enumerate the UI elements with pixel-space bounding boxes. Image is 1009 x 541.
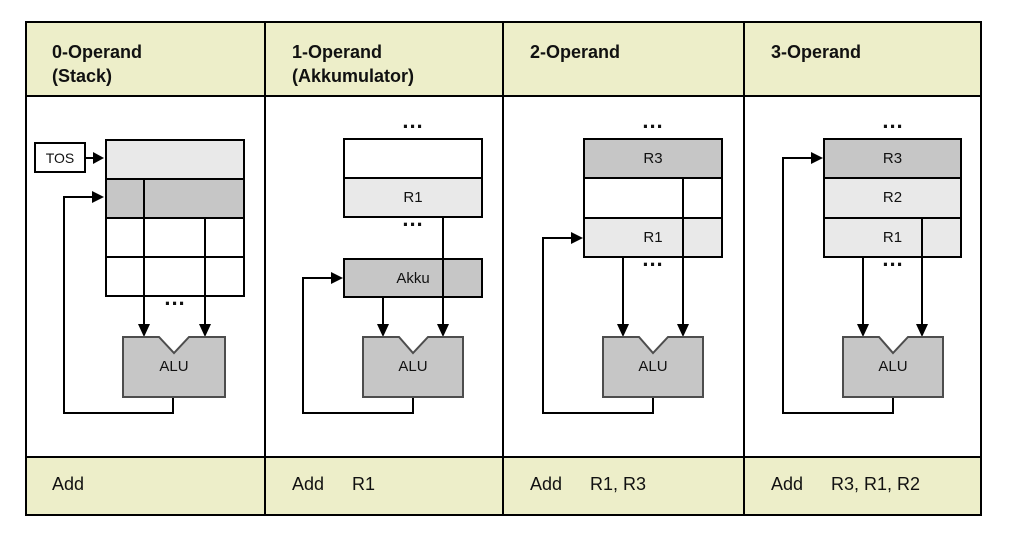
instruction-operands: R3, R1, R2 — [831, 474, 921, 494]
register-label: R3 — [643, 150, 663, 168]
stack-cell — [107, 219, 243, 258]
table-frame — [25, 21, 982, 516]
instruction-example-2: Add R1, R3 — [530, 473, 646, 495]
akku-box: Akku — [343, 258, 483, 298]
ellipsis: ... — [402, 206, 424, 231]
column-header-2-operand: 2-Operand — [530, 40, 620, 64]
header-line: (Akkumulator) — [292, 66, 415, 86]
tos-box: TOS — [34, 142, 86, 173]
column-header-1-operand: 1-Operand (Akkumulator) — [292, 40, 414, 88]
instruction-example-1: Add R1 — [292, 473, 375, 495]
akku-label: Akku — [396, 269, 430, 287]
ellipsis: ... — [642, 108, 664, 133]
ellipsis: ... — [882, 108, 904, 133]
stack-cell-top — [107, 141, 243, 180]
instruction-mnemonic: Add — [771, 474, 804, 494]
header-line: 2-Operand — [530, 42, 621, 62]
column-divider — [264, 23, 266, 514]
column-divider — [743, 23, 745, 514]
ellipsis: ... — [164, 285, 186, 310]
register-label: R3 — [882, 150, 903, 168]
instruction-mnemonic: Add — [530, 474, 563, 494]
ellipsis: ... — [882, 246, 904, 271]
instruction-mnemonic: Add — [52, 474, 85, 494]
header-line: 0-Operand — [52, 42, 143, 62]
register-label: R1 — [643, 228, 663, 246]
header-line: 3-Operand — [771, 42, 862, 62]
instruction-operands: R1 — [352, 474, 376, 494]
ellipsis: ... — [642, 246, 664, 271]
register-label: R1 — [882, 228, 903, 246]
header-line: (Stack) — [52, 66, 113, 86]
instruction-operands: R1, R3 — [590, 474, 647, 494]
alu-label: ALU — [638, 358, 668, 375]
register-cell-r1: R1 — [345, 179, 481, 216]
register-cell — [585, 179, 721, 219]
ellipsis: ... — [402, 108, 424, 133]
register-cell-r3: R3 — [585, 140, 721, 180]
column-divider — [502, 23, 504, 514]
stack-cell-second — [107, 180, 243, 219]
register-cell-r2: R2 — [825, 179, 960, 219]
register-cell-r3: R3 — [825, 140, 960, 180]
tos-label: TOS — [45, 149, 75, 166]
header-line: 1-Operand — [292, 42, 383, 62]
instruction-mnemonic: Add — [292, 474, 325, 494]
register-label: R2 — [882, 189, 903, 207]
column-header-0-operand: 0-Operand (Stack) — [52, 40, 142, 88]
two-operand-register-file: R3 R1 — [583, 138, 723, 258]
stack-register-file — [105, 139, 245, 297]
register-cell — [345, 140, 481, 179]
alu-label: ALU — [398, 358, 428, 375]
instruction-example-3: Add R3, R1, R2 — [771, 473, 920, 495]
register-label: R1 — [403, 189, 423, 206]
column-header-3-operand: 3-Operand — [771, 40, 861, 64]
accumulator-register-file: R1 — [343, 138, 483, 218]
three-operand-register-file: R3 R2 R1 — [823, 138, 962, 258]
alu-label: ALU — [878, 358, 908, 375]
alu-label: ALU — [159, 358, 189, 375]
instruction-example-0: Add — [52, 473, 112, 495]
